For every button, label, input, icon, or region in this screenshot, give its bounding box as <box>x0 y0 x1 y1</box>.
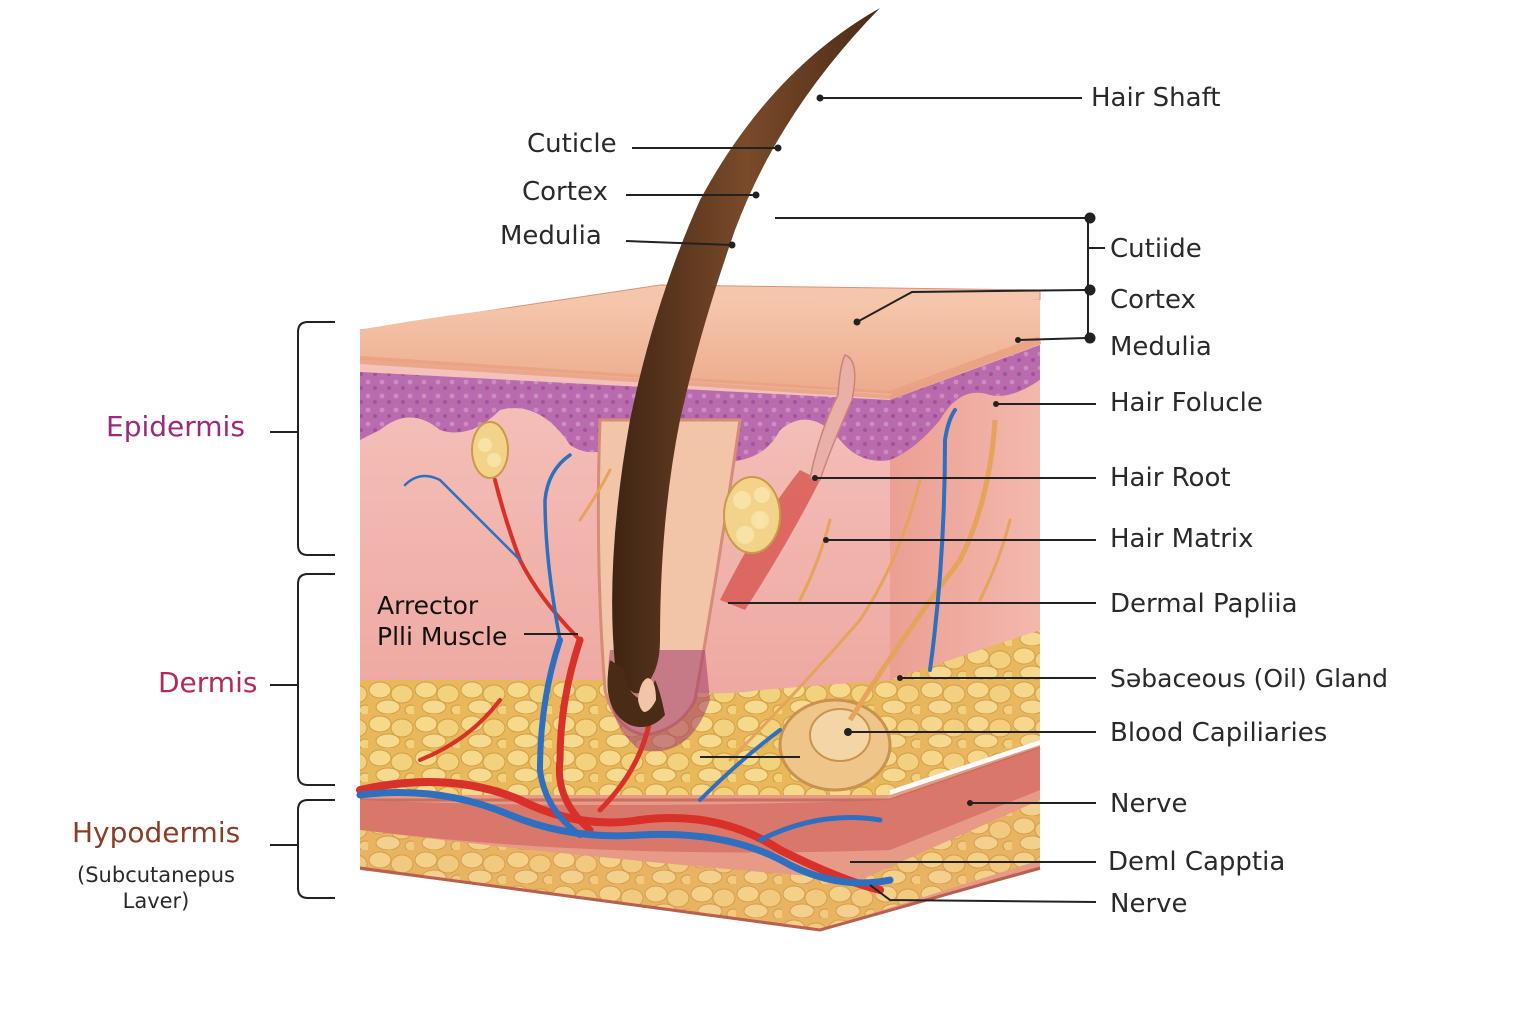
small-gland-left <box>471 421 509 479</box>
hypodermis-label: Hypodermis <box>72 816 241 849</box>
label-hair-folucle: Hair Folucle <box>1110 388 1263 418</box>
label-deml-capptia: Deml Capptia <box>1108 847 1286 877</box>
dermis-label: Dermis <box>158 666 258 699</box>
label-dermal-papliia: Dermal Papliia <box>1110 589 1298 619</box>
gland-coil <box>778 419 998 792</box>
nerves <box>578 468 1012 762</box>
lower-fat <box>360 800 1040 930</box>
label-medulia-right: Medulia <box>1110 332 1212 362</box>
epidermis-label: Epidermis <box>106 410 245 443</box>
label-cortex-right: Cortex <box>1110 285 1196 315</box>
label-arrector-pili: Arrector Plli Muscle <box>377 590 507 653</box>
label-nerve-1: Nerve <box>1110 789 1188 819</box>
epidermis-band-side <box>890 345 1040 460</box>
label-medulla-left: Medulia <box>500 221 602 251</box>
label-hair-matrix: Hair Matrix <box>1110 524 1254 554</box>
label-cutiide: Cutiide <box>1110 234 1202 264</box>
hypodermis-sublabel: (Subcutanepus Laver) <box>56 862 256 915</box>
leader-dots <box>728 94 1021 806</box>
hair-layer-bracket <box>1084 212 1105 344</box>
hair-bulb <box>607 660 665 728</box>
label-cortex-left: Cortex <box>522 177 608 207</box>
label-sebaceous-gland: Səbaceous (Oil) Gland <box>1110 664 1389 693</box>
label-hair-shaft: Hair Shaft <box>1091 83 1221 113</box>
veins <box>356 408 957 887</box>
label-arrector-line1: Arrector <box>377 591 479 620</box>
sebaceous-gland <box>723 476 781 554</box>
leader-lines <box>524 97 1097 903</box>
layer-brackets <box>270 321 335 899</box>
hypodermis-sublabel-line1: (Subcutanepus <box>77 863 235 887</box>
hair-shaft <box>612 8 880 694</box>
label-hair-root: Hair Root <box>1110 463 1231 493</box>
epidermis-band <box>360 372 890 462</box>
label-arrector-line2: Plli Muscle <box>377 622 508 652</box>
dermal-papilla <box>638 678 656 712</box>
label-blood-capillaries: Blood Capiliaries <box>1110 718 1328 748</box>
arteries <box>356 478 884 894</box>
hypodermis-sublabel-line2: Laver) <box>122 889 190 914</box>
label-cuticle-left: Cuticle <box>527 129 617 159</box>
label-nerve-2: Nerve <box>1110 889 1188 919</box>
muscle-band <box>360 748 1040 853</box>
fat-layer-side <box>890 630 1040 790</box>
